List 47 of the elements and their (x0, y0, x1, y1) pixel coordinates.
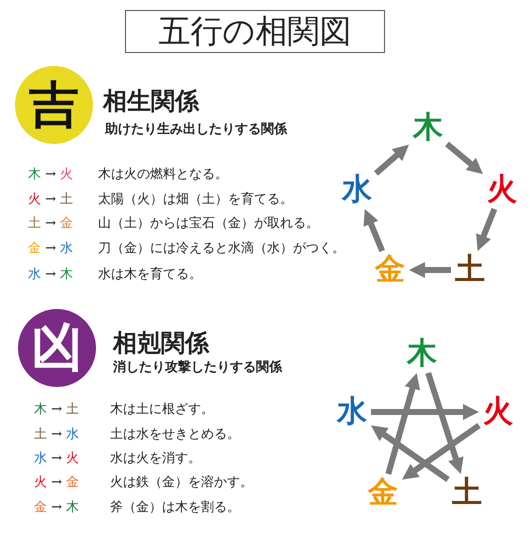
arrow (374, 142, 411, 176)
relation-text: 水は木を育てる。 (98, 268, 202, 281)
kanji-badge: 吉 (15, 66, 93, 144)
relation-pair: 金 → 水 (28, 242, 74, 255)
section-heading: 相剋関係 (113, 331, 209, 355)
arrow (400, 422, 481, 482)
arrow (385, 372, 420, 475)
arrow (474, 208, 498, 252)
relation-text: 木は火の燃料となる。 (98, 168, 228, 181)
section-subtitle: 消したり攻撃したりする関係 (113, 361, 282, 374)
element-label: 土 (452, 478, 482, 508)
relation-pair: 火 → 土 (28, 193, 74, 206)
section-subtitle: 助けたり生み出したりする関係 (105, 123, 287, 136)
element-label: 木 (413, 113, 443, 143)
arrow (445, 142, 485, 176)
element-label: 水 (337, 397, 367, 427)
relation-text: 山（土）からは宝石（金）が取れる。 (98, 217, 319, 230)
relation-pair: 火 → 金 (34, 476, 80, 489)
relation-pair: 水 → 木 (28, 268, 74, 281)
element-label: 金 (368, 478, 398, 508)
arrow (371, 404, 479, 420)
relation-pair: 水 → 火 (34, 452, 80, 465)
relation-text: 水は火を消す。 (110, 452, 201, 465)
element-label: 木 (407, 339, 437, 369)
section-heading: 相生関係 (103, 89, 199, 113)
arrow (409, 262, 451, 278)
element-label: 土 (455, 255, 485, 285)
relation-text: 斧（金）は木を割る。 (110, 501, 240, 514)
relation-pair: 木 → 土 (34, 403, 80, 416)
kanji-badge: 凶 (18, 309, 96, 387)
element-label: 火 (483, 397, 513, 427)
element-label: 水 (342, 175, 372, 205)
relation-pair: 土 → 金 (28, 217, 74, 230)
relation-text: 火は鉄（金）を溶かす。 (110, 476, 253, 489)
relation-pair: 金 → 木 (34, 501, 80, 514)
relation-text: 土は水をせきとめる。 (110, 428, 240, 441)
relation-pair: 木 → 火 (28, 168, 74, 181)
arrow (369, 422, 450, 482)
arrow (425, 372, 464, 475)
arrow (362, 208, 385, 252)
element-label: 火 (487, 175, 517, 205)
relation-text: 刀（金）には冷えると水滴（水）がつく。 (98, 242, 345, 255)
relation-pair: 土 → 水 (34, 428, 80, 441)
relation-text: 太陽（火）は畑（土）を育てる。 (98, 193, 293, 206)
page-title: 五行の相関図 (125, 10, 385, 53)
relation-text: 木は土に根ざす。 (110, 403, 214, 416)
element-label: 金 (375, 255, 405, 285)
